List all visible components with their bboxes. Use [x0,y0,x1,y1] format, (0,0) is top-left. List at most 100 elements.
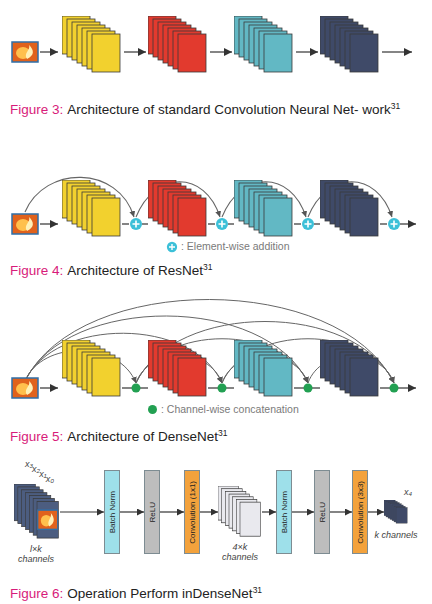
flow-arrow [200,511,218,512]
feature-map-stack: 4×k channels [218,486,262,538]
flow-line [380,223,387,224]
flow-arrow [368,511,384,512]
flow-arrow [382,51,412,52]
flow-arrow [292,511,314,512]
addition-symbol [302,218,314,230]
stack-label: x₄ [402,487,414,497]
feature-sheets [218,486,261,536]
stack-graphic [14,484,60,540]
box-label: ReLU [148,502,157,522]
flow-line [122,223,129,224]
addition-symbol [388,218,400,230]
flow-line [312,387,320,388]
stack-label: l×k channels [16,544,56,564]
caption-text: Architecture of ResNet [67,263,203,278]
figure-caption: Figure 6: Operation Perform inDenseNet31 [10,585,430,602]
figure-number: Figure 3: [10,102,63,117]
flow-arrow [160,511,184,512]
feature-sheets [14,484,58,538]
figure-number: Figure 4: [10,263,63,278]
flow-line [142,223,148,224]
feature-sheets [384,500,407,523]
legend-symbol [167,242,177,252]
feature-stack [148,16,206,72]
stack-label: k channels [374,530,418,540]
feature-stack [148,180,206,236]
feature-stack [62,16,120,72]
figure-caption: Figure 5: Architecture of DenseNet31 [10,428,430,445]
input-image [12,42,38,62]
flow-line [380,387,390,388]
legend-text: : Channel-wise concatenation [161,403,299,415]
caption-text: Operation Perform inDenseNet [67,586,252,601]
input-image [12,378,38,398]
concatenation-dot [304,384,313,393]
box-label: Convolution (1x1) [188,481,197,544]
feature-stack [234,16,292,72]
input-image [38,510,58,529]
flow-arrow [40,387,58,388]
concatenation-dot [390,384,399,393]
addition-symbol [216,218,228,230]
legend-entry: : Element-wise addition [181,240,290,252]
feature-stack [148,340,206,396]
caption-text: Architecture of standard Convolution Neu… [67,102,390,117]
stack-label: x₃ [23,459,35,469]
flow-arrow [40,51,58,52]
concatenation-dot [132,384,141,393]
flow-line [140,387,148,388]
process-box: Convolution (1x1) [184,470,200,554]
flow-line [226,387,234,388]
flow-arrow [398,387,416,388]
figure-number: Figure 6: [10,586,63,601]
box-label: Batch Norm [280,491,289,533]
stack-graphic [384,500,408,524]
process-box: ReLU [314,470,330,554]
box-label: ReLU [318,502,327,522]
flow-line [228,223,234,224]
process-box: Batch Norm [276,470,292,554]
flow-arrow [124,51,146,52]
figure-number: Figure 5: [10,429,63,444]
feature-stack [62,180,120,236]
legend-swatch [148,405,157,414]
reference-number: 31 [203,262,212,272]
flow-line [294,223,301,224]
feature-stack [320,16,378,72]
flow-arrow [262,511,276,512]
process-box: Batch Norm [104,470,120,554]
flow-line [294,387,304,388]
feature-stack [62,340,120,396]
stack-graphic [218,486,262,538]
feature-map-stack: x₀x₁x₂x₃l×k channels [14,484,60,540]
feature-stack [320,340,378,396]
legend-entry: : Channel-wise concatenation [148,403,299,415]
process-box: ReLU [144,470,160,554]
concatenation-dot [218,384,227,393]
flow-arrow [296,51,318,52]
reference-number: 31 [391,101,400,111]
feature-stack [234,180,292,236]
legend-text: : Element-wise addition [181,240,290,252]
reference-number: 31 [218,428,227,438]
flow-arrow [400,223,416,224]
flow-arrow [210,51,232,52]
addition-symbol [130,218,142,230]
flow-arrow [120,511,144,512]
flow-line [208,223,215,224]
caption-text: Architecture of DenseNet [67,429,218,444]
flow-line [314,223,320,224]
flow-line [122,387,132,388]
flow-arrow [60,511,104,512]
feature-map-stack: x₄k channels [384,500,408,524]
box-label: Batch Norm [108,491,117,533]
flow-arrow [40,223,58,224]
flow-line [208,387,218,388]
feature-stack [234,340,292,396]
reference-number: 31 [253,585,262,595]
figure-caption: Figure 4: Architecture of ResNet31 [10,262,430,279]
box-label: Convolution (3x3) [356,481,365,544]
stack-label: 4×k channels [214,542,266,562]
feature-stack [320,180,378,236]
